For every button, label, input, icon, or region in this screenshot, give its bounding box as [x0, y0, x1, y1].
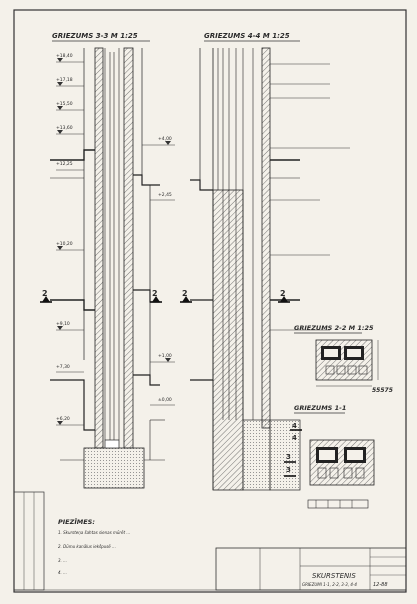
svg-text:+2,45: +2,45 [158, 192, 172, 198]
svg-text:2: 2 [152, 289, 158, 298]
svg-text:2: 2 [182, 289, 188, 298]
section-4-4-title: GRIEZUMS 4-4 M 1:25 [204, 32, 290, 40]
svg-text:3: 3 [286, 453, 291, 461]
elevation-markers-left: +18,40 +17,18 +15,50 +13,60 +12,25 +10,2… [56, 53, 175, 426]
svg-text:+10,20: +10,20 [56, 241, 73, 247]
svg-text:4. ...: 4. ... [58, 570, 67, 575]
sheet-subtitle: GRIEZUMI 1-1, 2-2, 3-3, 4-4 [302, 582, 357, 587]
svg-text:+17,18: +17,18 [56, 77, 73, 83]
svg-text:+1,00: +1,00 [158, 353, 172, 359]
svg-text:2: 2 [280, 289, 286, 298]
svg-text:+18,40: +18,40 [56, 53, 73, 59]
section-3-3-drawing [50, 47, 165, 489]
svg-text:+6,20: +6,20 [56, 416, 70, 422]
svg-text:4: 4 [292, 434, 297, 442]
svg-text:+7,30: +7,30 [56, 364, 70, 370]
svg-text:4: 4 [292, 422, 297, 430]
svg-text:±0,00: ±0,00 [158, 397, 172, 403]
cut-marks-3-4: 3 3 4 4 [284, 422, 302, 477]
notes-list: 1. Skursteņa šahtas sienas mūrēt ... 2. … [58, 530, 130, 575]
section-4-4-drawing [190, 47, 301, 491]
svg-text:+15,50: +15,50 [56, 101, 73, 107]
svg-text:+9,10: +9,10 [56, 321, 70, 327]
svg-text:2. Dūmu kanālus iekšpusē ...: 2. Dūmu kanālus iekšpusē ... [58, 544, 116, 549]
svg-text:3: 3 [286, 466, 291, 474]
title-block: SKURSTENIS GRIEZUMI 1-1, 2-2, 3-3, 4-4 1… [215, 547, 407, 591]
notes-title: PIEZĪMES: [58, 517, 95, 526]
side-stamp-box [13, 491, 45, 591]
elevation-markers-right [270, 63, 350, 331]
svg-text:2: 2 [42, 289, 48, 298]
sheet-border [13, 9, 407, 593]
cut-marks-2-left: 2 2 [40, 289, 162, 303]
section-3-3-title: GRIEZUMS 3-3 M 1:25 [52, 32, 138, 40]
svg-text:+4,00: +4,00 [158, 136, 172, 142]
section-1-1-drawing [307, 439, 375, 509]
sheet-number: 12-88 [373, 582, 388, 588]
cut-marks-2-right: 2 2 [180, 289, 290, 303]
section-1-1-title: GRIEZUMS 1-1 [294, 404, 346, 412]
svg-text:+12,25: +12,25 [56, 161, 73, 167]
drawing-number: 55575 [372, 387, 393, 394]
svg-text:1. Skursteņa šahtas sienas mūr: 1. Skursteņa šahtas sienas mūrēt ... [58, 530, 130, 535]
svg-text:+13,60: +13,60 [56, 125, 73, 131]
section-2-2-drawing [315, 339, 379, 387]
svg-text:3. ...: 3. ... [58, 558, 67, 563]
section-2-2-title: GRIEZUMS 2-2 M 1:25 [294, 324, 374, 332]
sheet-title: SKURSTENIS [312, 572, 356, 580]
